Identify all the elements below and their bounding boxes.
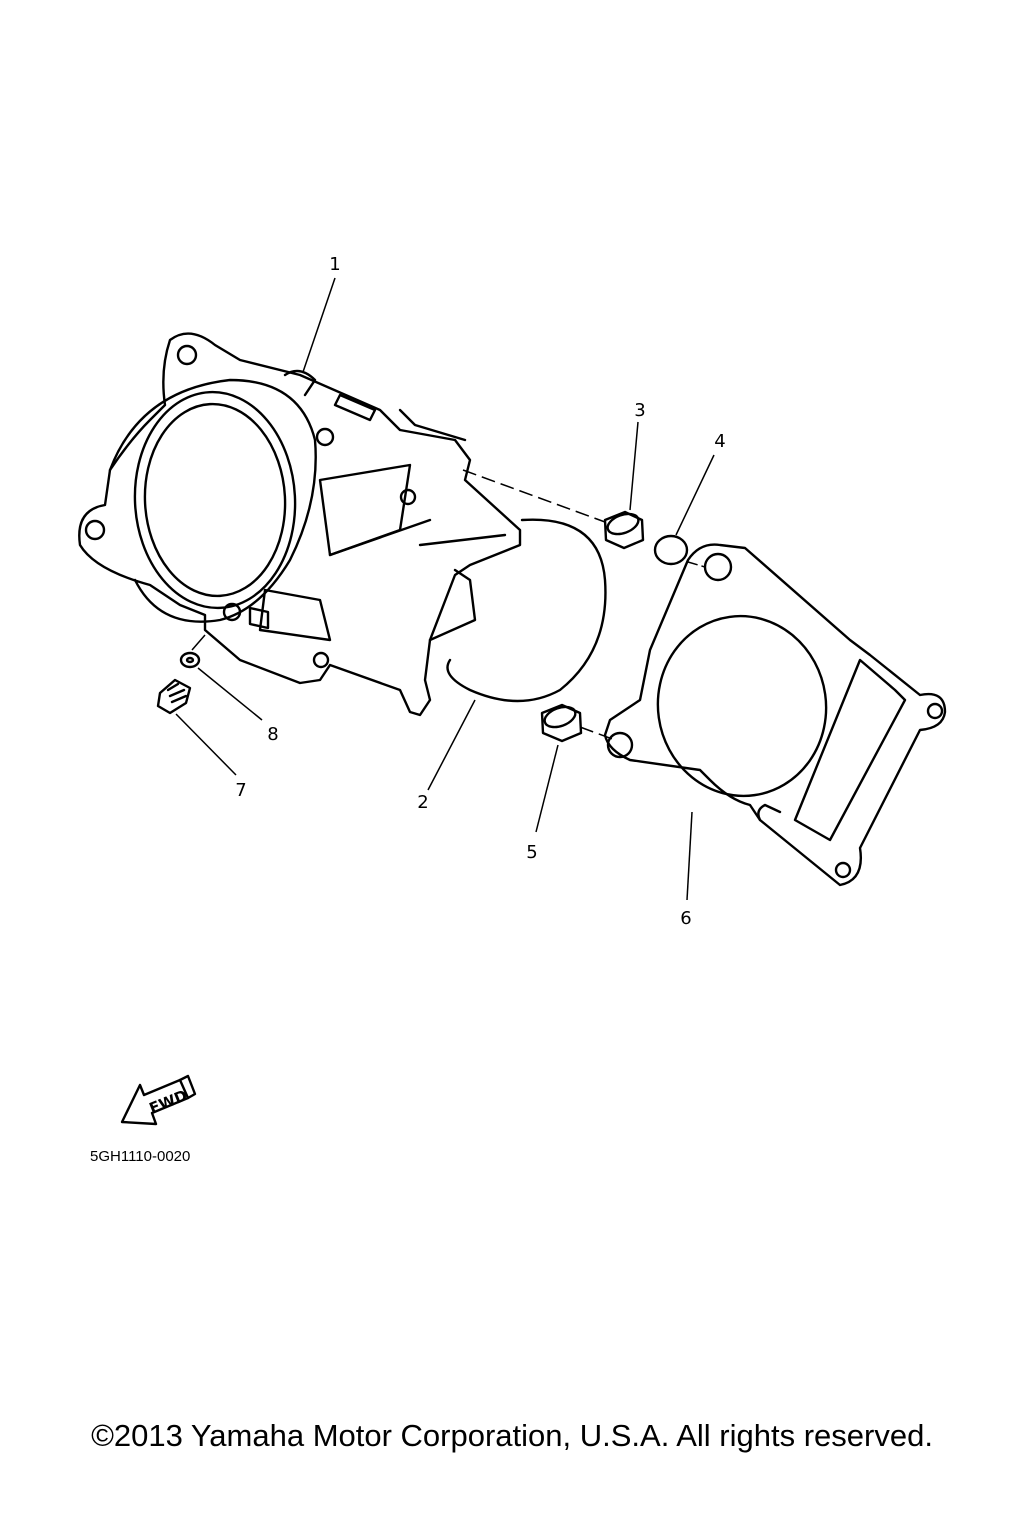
callout-3: 3 [634, 400, 645, 421]
washer [179, 651, 201, 669]
callout-8: 8 [267, 724, 278, 745]
base-gasket [603, 543, 947, 887]
copyright-notice: ©2013 Yamaha Motor Corporation, U.S.A. A… [91, 1418, 933, 1453]
cylinder-gasket [446, 518, 607, 703]
callout-5: 5 [526, 842, 537, 863]
cylinder [78, 332, 522, 717]
callout-2: 2 [417, 792, 428, 813]
fwd-arrow-icon: FWD [120, 1074, 197, 1126]
dowel-pin-5 [540, 703, 583, 743]
callout-7: 7 [235, 780, 246, 801]
callout-1: 1 [329, 254, 340, 275]
diagram-code: 5GH1110-0020 [90, 1148, 190, 1165]
leader-lines [175, 277, 715, 901]
o-ring [653, 534, 689, 566]
callout-4: 4 [714, 431, 725, 452]
bolt [156, 678, 192, 715]
dowel-pin-3 [603, 510, 645, 550]
callout-6: 6 [680, 908, 691, 929]
